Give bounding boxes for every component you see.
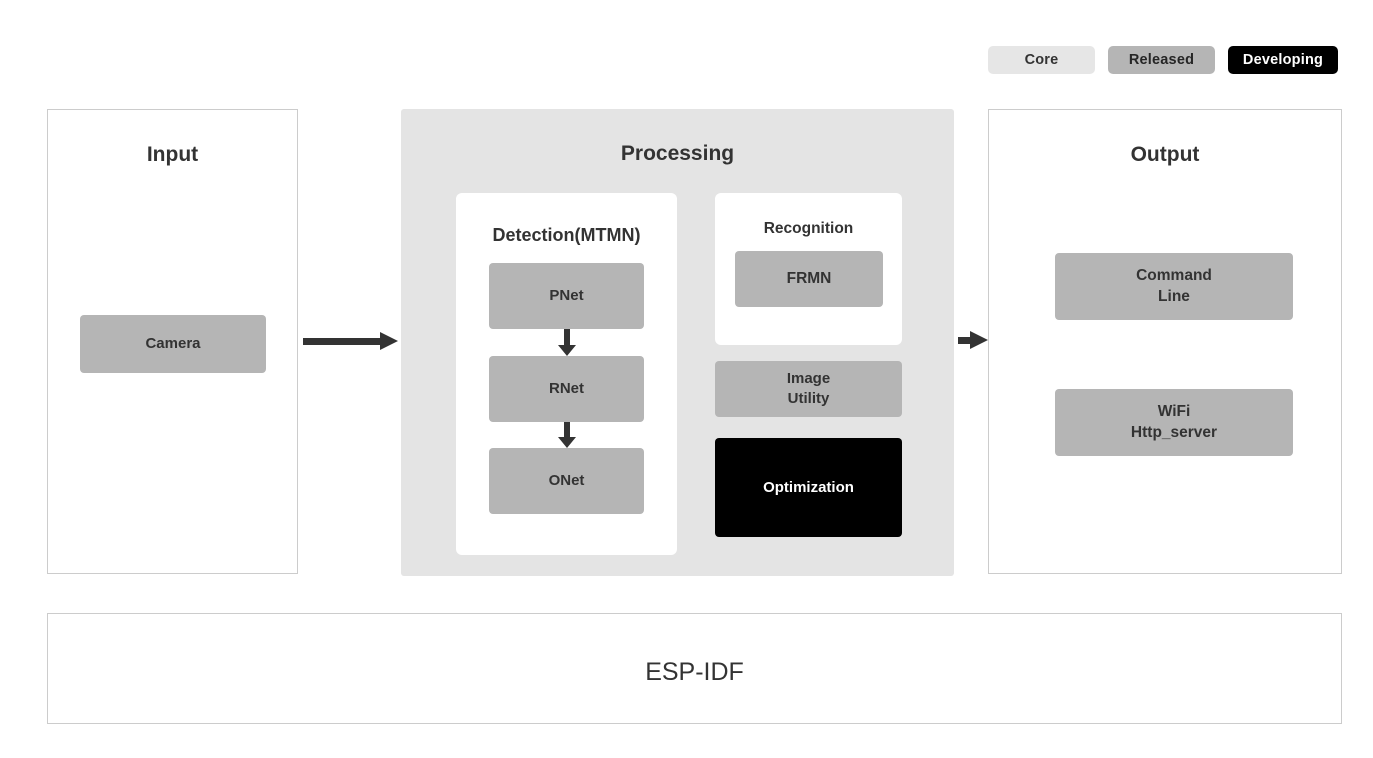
card-recognition-title: Recognition — [763, 220, 854, 237]
panel-esp-idf: ESP-IDF — [47, 613, 1342, 724]
node-optimization: Optimization — [715, 438, 902, 537]
arrow-rnet-to-onet — [558, 422, 576, 448]
node-camera: Camera — [80, 315, 266, 373]
node-image-utility: Image Utility — [715, 361, 902, 417]
panel-output-title: Output — [1130, 143, 1200, 166]
panel-input: Input Camera — [47, 109, 298, 574]
arrow-processing-to-output — [958, 331, 988, 349]
node-command-line: Command Line — [1055, 253, 1293, 320]
legend-chip-released: Released — [1108, 46, 1215, 74]
panel-processing: Processing Detection(MTMN) PNet RNet ONe… — [401, 109, 954, 576]
legend-chip-developing: Developing — [1228, 46, 1338, 74]
card-detection-title: Detection(MTMN) — [492, 225, 641, 245]
panel-input-title: Input — [146, 143, 199, 166]
node-rnet: RNet — [489, 356, 644, 422]
node-wifi-http-server: WiFi Http_server — [1055, 389, 1293, 456]
panel-output: Output Command Line WiFi Http_server — [988, 109, 1342, 574]
panel-esp-idf-title: ESP-IDF — [645, 658, 744, 686]
arrow-pnet-to-rnet — [558, 329, 576, 356]
arrow-input-to-processing — [303, 332, 398, 350]
card-recognition: Recognition FRMN — [715, 193, 902, 345]
card-detection: Detection(MTMN) PNet RNet ONet — [456, 193, 677, 555]
node-frmn: FRMN — [735, 251, 883, 307]
node-onet: ONet — [489, 448, 644, 514]
panel-processing-title: Processing — [620, 142, 735, 165]
legend-chip-core: Core — [988, 46, 1095, 74]
node-pnet: PNet — [489, 263, 644, 329]
status-legend: Core Released Developing — [988, 46, 1338, 74]
